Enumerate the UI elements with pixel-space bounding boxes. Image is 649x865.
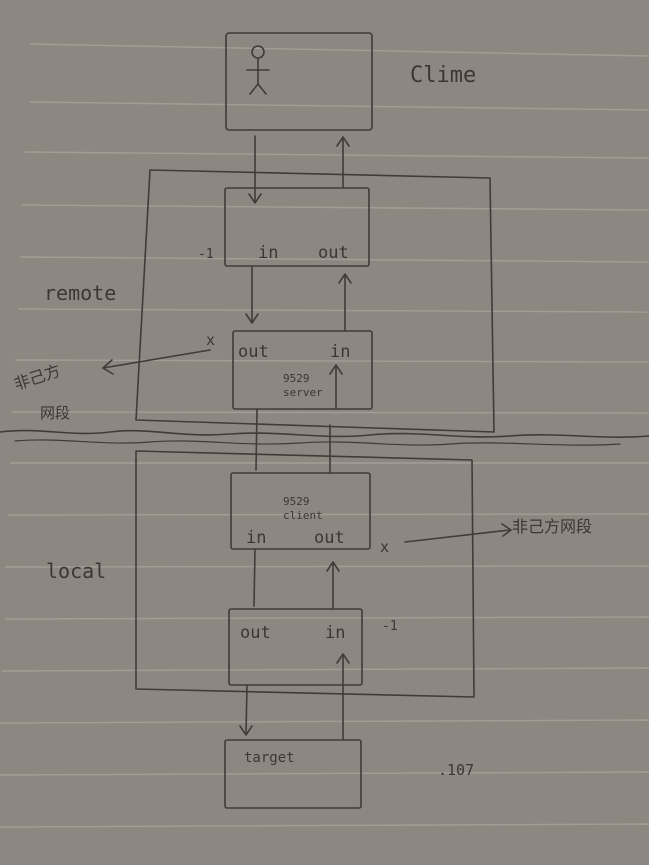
stick-figure-icon <box>246 45 270 95</box>
remote-top-box <box>224 187 370 267</box>
left-note-arrow <box>102 349 211 375</box>
local-bottom-box <box>228 608 363 686</box>
remote-label: remote <box>44 281 116 305</box>
down-arrow-path <box>239 135 262 736</box>
remote-bottom-out: out <box>238 342 269 362</box>
remote-bottom-in: in <box>330 342 350 362</box>
local-top-in: in <box>246 528 266 548</box>
remote-top-out: out <box>318 243 349 263</box>
client-box <box>225 32 373 131</box>
remote-top-in: in <box>258 243 278 263</box>
target-box <box>224 739 362 809</box>
local-client-label: client <box>283 509 323 522</box>
local-top-out: out <box>314 528 345 548</box>
remote-container <box>135 169 495 433</box>
network-boundary-wave-2 <box>14 439 621 446</box>
x-mark-local: x <box>380 538 389 556</box>
local-port-label: 9529 <box>283 495 310 508</box>
notebook-rule-lines <box>0 43 649 828</box>
local-label: local <box>46 559 106 583</box>
local-bottom-out: out <box>240 623 271 643</box>
remote-server-label: server <box>283 386 323 399</box>
local-container <box>135 450 475 698</box>
left-note-line1: 非己方 <box>11 361 63 394</box>
client-label: Clime <box>410 63 476 88</box>
local-bottom-in: in <box>325 623 345 643</box>
remote-bottom-box <box>232 330 373 410</box>
x-mark-remote: x <box>206 331 215 349</box>
right-note-arrow <box>404 523 512 543</box>
remote-port-label: 9529 <box>283 372 310 385</box>
left-note-line2: 网段 <box>40 404 70 422</box>
right-note: 非己方网段 <box>512 517 592 536</box>
up-arrow-path <box>326 136 352 741</box>
ip-note: .107 <box>438 761 474 779</box>
target-label: target <box>244 750 295 766</box>
local-top-box <box>230 472 371 550</box>
network-boundary-wave <box>0 429 649 438</box>
minus1-mark-top: -1 <box>198 247 214 262</box>
minus1-mark-local: -1 <box>382 619 398 634</box>
